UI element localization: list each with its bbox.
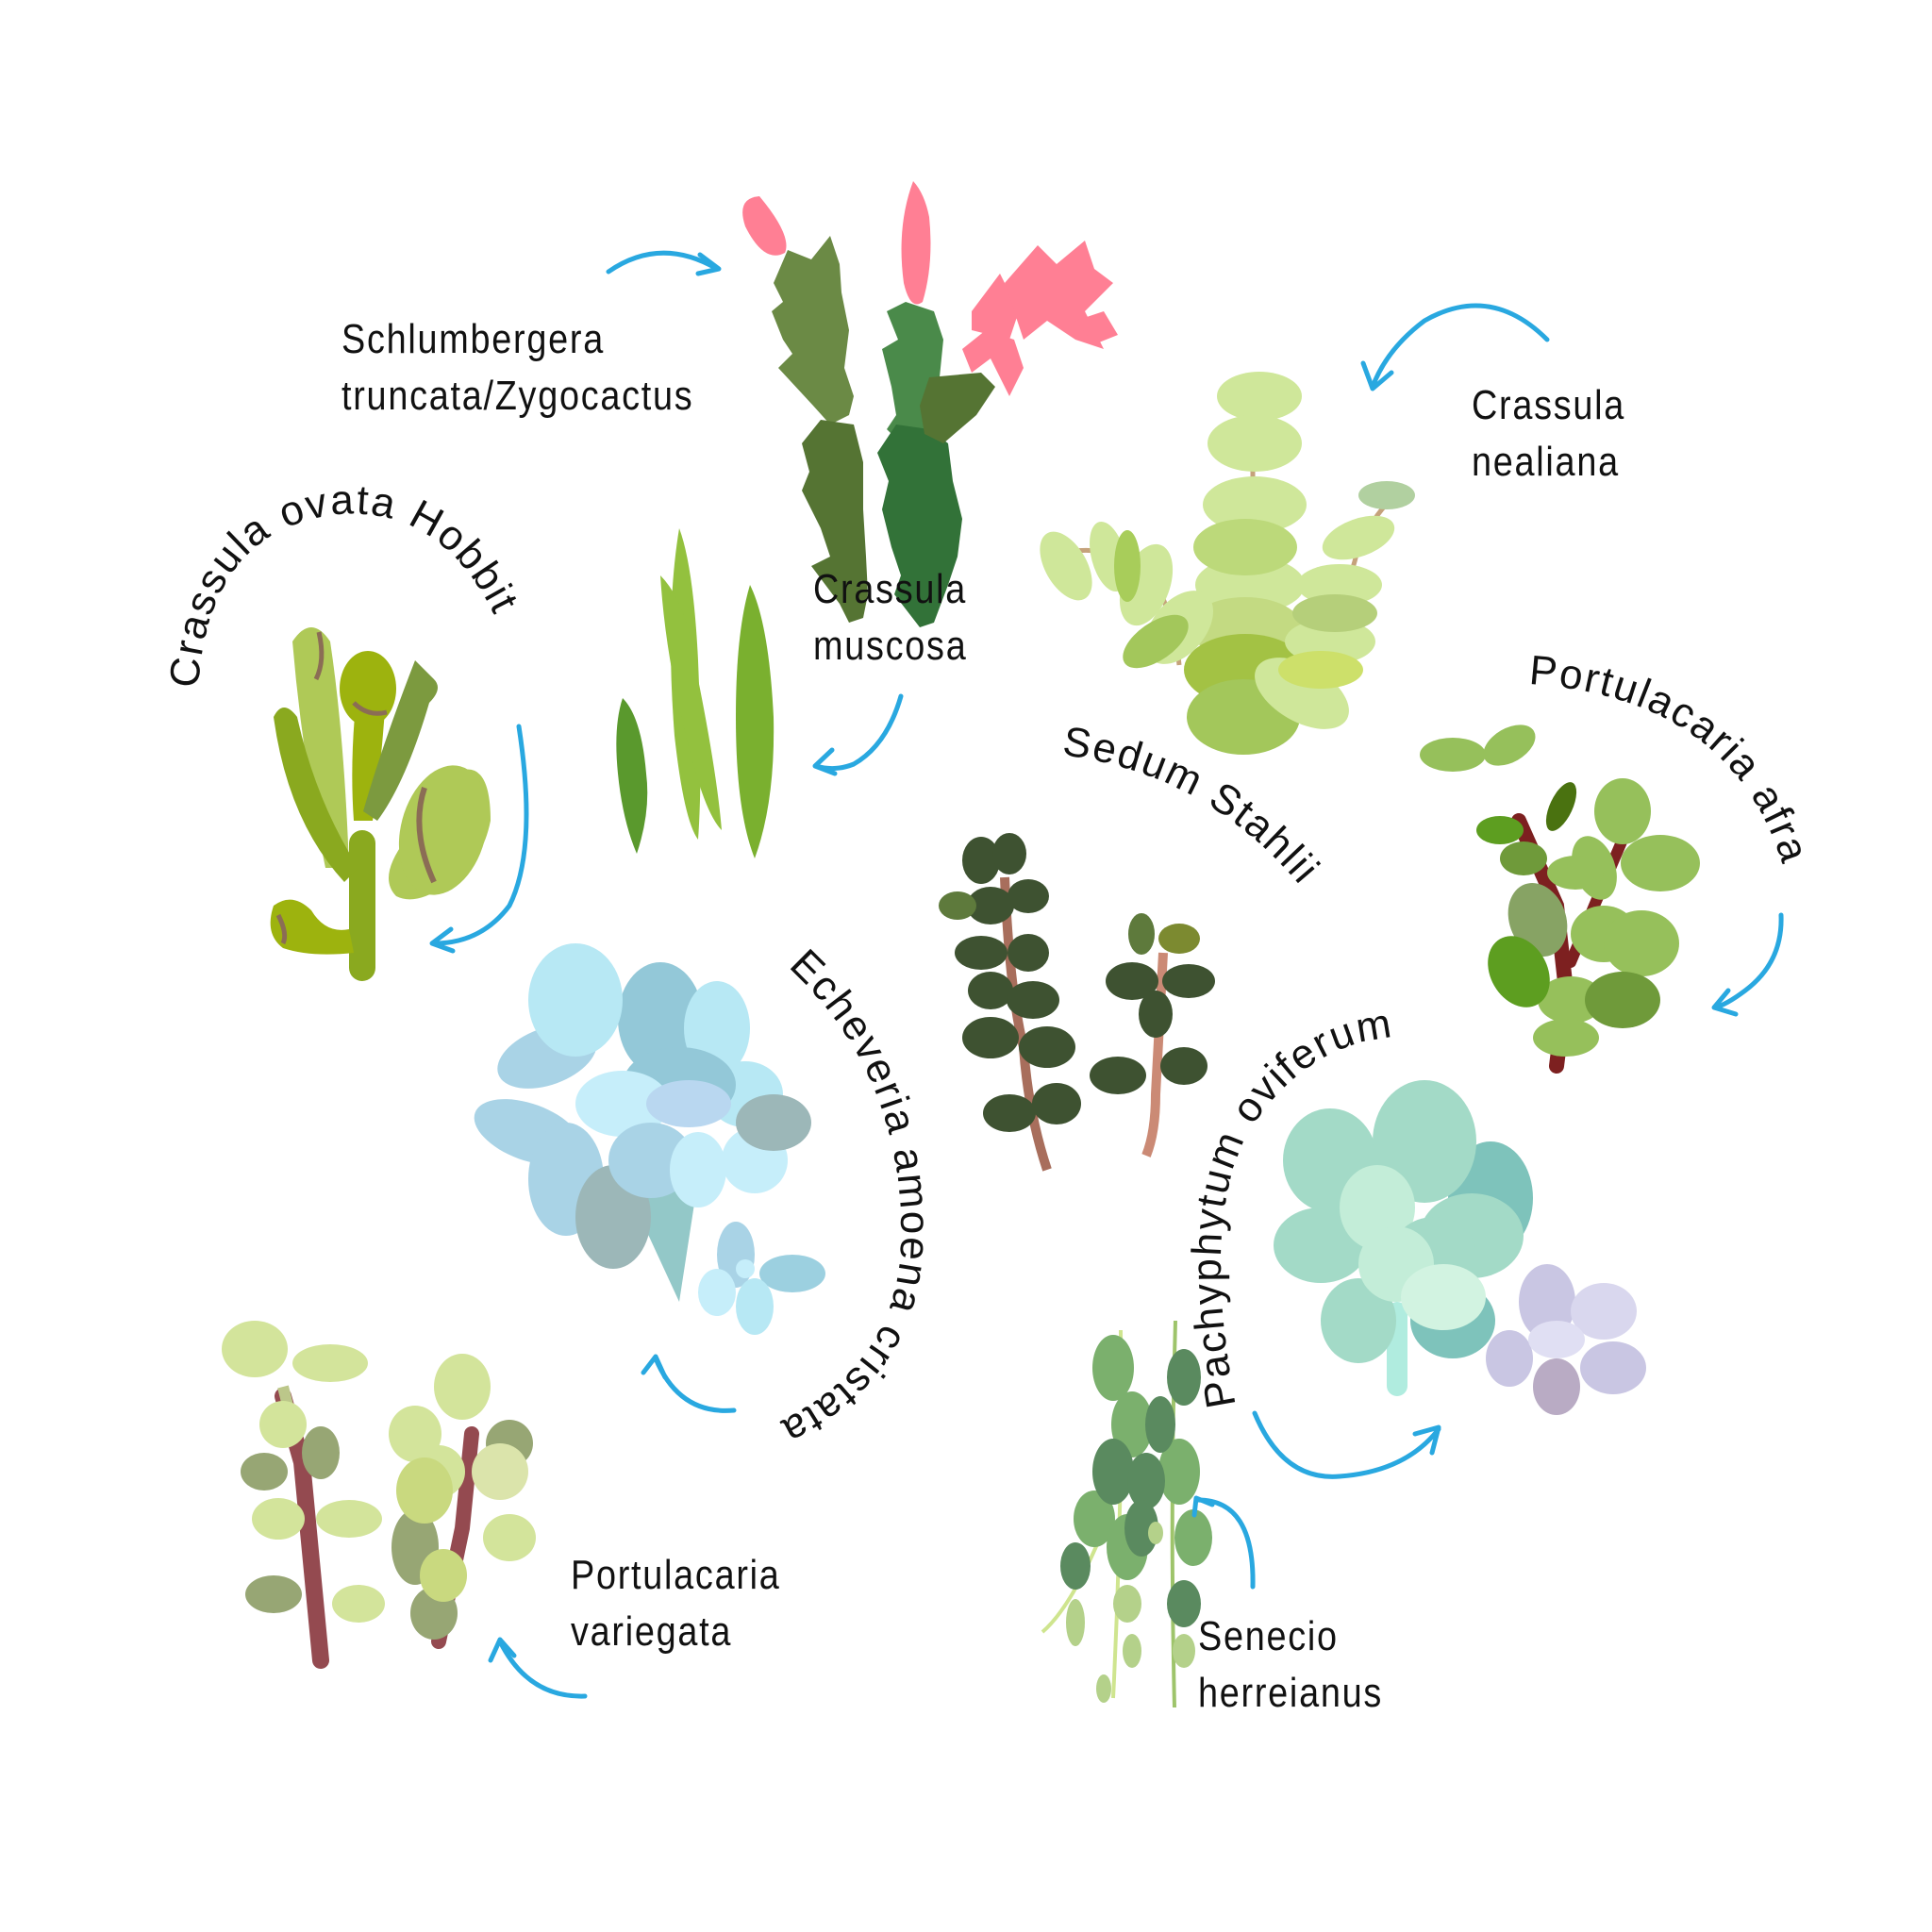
label-echeveria: Echeveria amoena cristata <box>774 941 939 1455</box>
arrow-pachyphytum <box>1252 1410 1441 1479</box>
crassula-nealiana-plant <box>1040 372 1415 755</box>
pachyphytum-plant <box>1274 1080 1646 1415</box>
echeveria-small <box>698 1222 825 1335</box>
arrow-crassula-muscosa <box>813 693 904 772</box>
arrow-portulacaria-variegata <box>497 1639 588 1699</box>
label-crassula-muscosa-line1: Crassula <box>813 566 968 612</box>
label-crassula-muscosa: Crassula muscosa <box>813 561 967 675</box>
arrow-echeveria <box>653 1356 737 1413</box>
arrow-crassula-nealiana <box>1370 303 1550 390</box>
label-schlumbergera: Schlumbergera truncata/Zygocactus <box>341 311 693 425</box>
label-crassula-nealiana-line1: Crassula <box>1472 382 1626 428</box>
label-portulacaria-variegata-line1: Portulacaria <box>571 1552 781 1598</box>
arrow-schlumbergera <box>606 250 720 275</box>
portulacaria-afra-plant <box>1420 724 1700 1074</box>
label-crassula-ovata-hobbit: Crassula ovata Hobbit <box>161 476 528 690</box>
label-crassula-nealiana: Crassula nealiana <box>1472 377 1625 491</box>
label-portulacaria-afra: Portulacaria afra <box>1527 647 1818 870</box>
crassula-muscosa-plant <box>616 528 774 858</box>
echeveria-plant <box>474 943 825 1335</box>
label-portulacaria-variegata: Portulacaria variegata <box>571 1547 781 1660</box>
label-senecio-line1: Senecio <box>1198 1613 1339 1659</box>
label-crassula-muscosa-line2: muscosa <box>813 623 968 669</box>
sedum-stahlii-plant <box>939 833 1215 1172</box>
label-schlumbergera-line2: truncata/Zygocactus <box>341 373 694 419</box>
crassula-ovata-hobbit-plant <box>270 627 491 981</box>
pachyphytum-purple <box>1486 1264 1646 1415</box>
senecio-plant <box>1041 1320 1212 1708</box>
label-sedum-stahlii: Sedum Stahlii <box>1060 718 1329 892</box>
schlumbergera-plant <box>742 181 1118 627</box>
label-senecio-line2: herreianus <box>1198 1670 1383 1716</box>
arrow-crassula-ovata <box>431 724 529 946</box>
label-schlumbergera-line1: Schlumbergera <box>341 316 605 362</box>
label-portulacaria-variegata-line2: variegata <box>571 1608 733 1655</box>
portulacaria-variegata-plant <box>222 1321 536 1669</box>
label-senecio: Senecio herreianus <box>1198 1608 1383 1722</box>
arrows <box>429 250 1784 1699</box>
arrow-portulacaria-afra <box>1712 912 1784 1010</box>
label-crassula-nealiana-line2: nealiana <box>1472 439 1620 485</box>
